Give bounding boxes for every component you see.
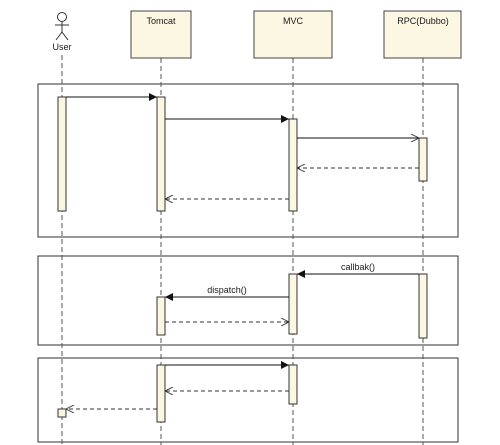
participant-box-mvc: [253, 10, 333, 59]
fragment-frame-3: [37, 357, 459, 443]
message-label-dispatch: dispatch(): [207, 285, 247, 295]
participant-label-user: User: [52, 42, 71, 52]
participant-label-mvc: MVC: [283, 16, 304, 26]
fragment-frame-2: [37, 255, 459, 346]
participant-label-tomcat: Tomcat: [146, 16, 176, 26]
participant-label-rpc: RPC(Dubbo): [397, 16, 449, 26]
activation-tomcat-2: [156, 296, 166, 336]
activation-mvc-1: [288, 118, 298, 212]
activation-rpc-1: [418, 137, 428, 182]
user-actor-icon: [55, 12, 69, 41]
participant-box-tomcat: [130, 10, 192, 59]
activation-mvc-3: [288, 364, 298, 405]
participant-box-rpc: [383, 10, 462, 59]
activation-tomcat-3: [156, 364, 166, 423]
activation-user-1: [57, 96, 67, 212]
activation-user-3: [57, 408, 67, 418]
activation-mvc-2: [288, 273, 298, 335]
activation-rpc-2: [418, 273, 428, 339]
activation-tomcat-1: [156, 96, 166, 212]
fragment-frame-1: [37, 83, 459, 238]
message-label-callbak: callbak(): [341, 262, 375, 272]
